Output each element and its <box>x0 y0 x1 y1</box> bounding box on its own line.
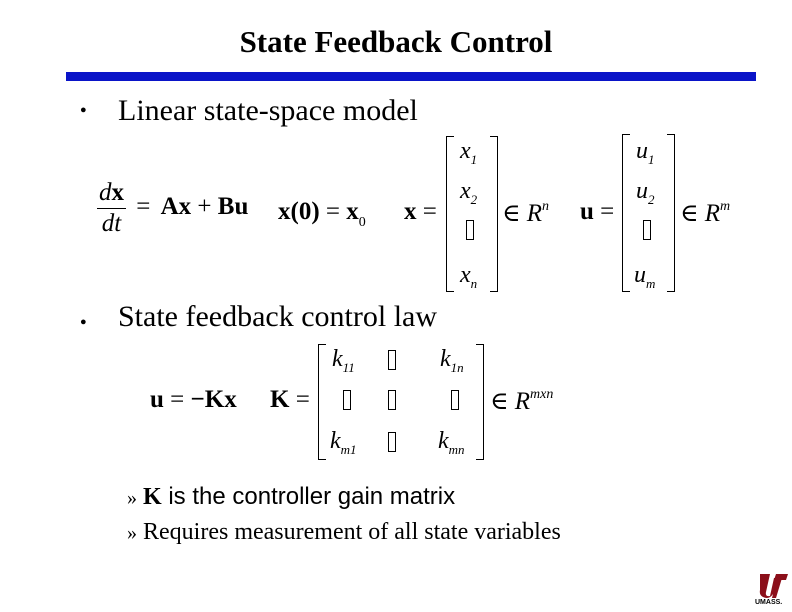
k-entry-m1: km1 <box>330 428 357 457</box>
k-entry-mn: kmn <box>438 428 465 457</box>
u-vector-lhs: u = <box>580 198 615 225</box>
state-equation: dx dt = Ax + Bu <box>97 178 248 239</box>
ellipsis-placeholder <box>388 432 396 452</box>
x-entry-1: x1 <box>460 138 478 167</box>
k-matrix-lhs: K = <box>270 386 310 413</box>
control-law: u = −Kx <box>150 386 237 413</box>
u-entry-m: um <box>634 262 656 291</box>
u-entry-2: u2 <box>636 178 655 207</box>
sub-bullet-bold: K <box>143 484 162 510</box>
ellipsis-placeholder <box>343 390 351 410</box>
ax-term: Ax <box>160 193 192 221</box>
bullet-marker: ● <box>80 104 87 116</box>
u-entry-1: u1 <box>636 138 655 167</box>
ic-equals: = <box>325 198 341 225</box>
sub-bullet-marker: » <box>127 522 137 544</box>
sub-bullet-text: Requires measurement of all state variab… <box>143 519 561 545</box>
equals-sign: = <box>136 193 151 221</box>
x-entry-2: x2 <box>460 178 478 207</box>
sub-bullet: » Requires measurement of all state vari… <box>127 519 561 546</box>
slide-title: State Feedback Control <box>239 24 553 59</box>
fraction-denominator: dt <box>101 210 122 237</box>
k-entry-1n: k1n <box>440 346 464 375</box>
sub-bullet-text: is the controller gain matrix <box>161 483 456 510</box>
sub-bullet-marker: » <box>127 487 137 509</box>
ic-lhs: x(0) <box>278 198 320 225</box>
ellipsis-placeholder <box>643 220 651 240</box>
ellipsis-placeholder <box>388 350 396 370</box>
u-space: ∈ Rm <box>680 199 731 227</box>
k-space: ∈ Rmxn <box>490 387 554 415</box>
plus-sign: + <box>197 193 212 221</box>
u-vector-right-bracket <box>667 134 675 292</box>
k-matrix-left-bracket <box>318 344 326 460</box>
bullet-marker: ● <box>80 316 87 328</box>
x-vector-lhs: x = <box>404 198 437 225</box>
fraction-numerator: dx <box>97 178 126 209</box>
k-matrix-right-bracket <box>476 344 484 460</box>
k-entry-11: k11 <box>332 346 355 375</box>
ellipsis-placeholder <box>466 220 474 240</box>
x-vector-right-bracket <box>490 136 498 292</box>
bullet-text: State feedback control law <box>118 300 438 333</box>
logo-text: UMASS. <box>755 599 783 606</box>
umass-logo-icon <box>756 572 790 606</box>
initial-condition: x(0) = x0 <box>278 198 366 230</box>
x-space: ∈ Rn <box>502 199 550 227</box>
x-entry-n: xn <box>460 262 478 291</box>
x-vector-left-bracket <box>446 136 454 292</box>
bullet-text: Linear state-space model <box>118 94 418 127</box>
sub-bullet: » K is the controller gain matrix <box>127 483 455 511</box>
ellipsis-placeholder <box>451 390 459 410</box>
ic-x: x <box>346 198 359 225</box>
ic-sub: 0 <box>358 215 366 230</box>
bu-term: Bu <box>217 193 249 221</box>
ellipsis-placeholder <box>388 390 396 410</box>
derivative-fraction: dx dt <box>97 178 126 239</box>
title-rule <box>66 72 756 81</box>
u-vector-left-bracket <box>622 134 630 292</box>
